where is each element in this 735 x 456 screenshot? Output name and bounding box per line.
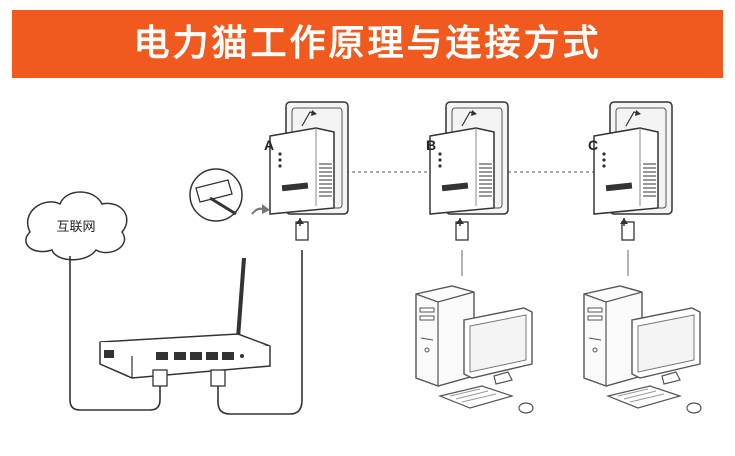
- adapter-a-plug: [295, 221, 309, 241]
- wan-plug: [152, 369, 168, 387]
- lan-plug: [210, 369, 226, 387]
- powerline-adapter-c: [593, 101, 673, 227]
- powerline-adapter-a: [269, 101, 349, 227]
- adapter-b-plug: [455, 221, 469, 241]
- plug-detail-inset: [189, 168, 270, 222]
- cloud-label: 互联网: [56, 220, 95, 235]
- internet-cloud: 互联网: [25, 191, 128, 261]
- title-banner: 电力猫工作原理与连接方式: [12, 10, 723, 78]
- node-label-a: A: [264, 137, 274, 153]
- powerline-adapter-b: [429, 101, 509, 227]
- adapter-c-plug: [621, 221, 635, 241]
- router: [99, 257, 271, 379]
- node-label-b: B: [426, 137, 436, 153]
- node-label-c: C: [588, 137, 598, 153]
- lan-cable: [217, 250, 303, 415]
- page-title: 电力猫工作原理与连接方式: [133, 23, 602, 64]
- computer-c: [583, 285, 702, 414]
- wan-cable: [69, 256, 161, 411]
- computer-b: [415, 285, 534, 414]
